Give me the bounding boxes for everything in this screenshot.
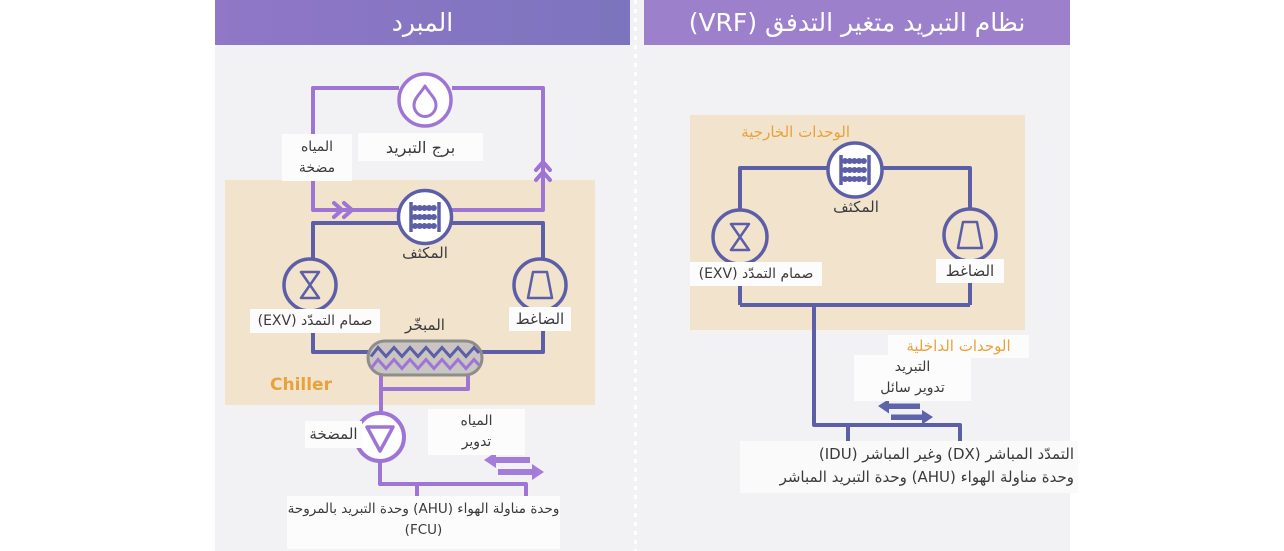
- condenser-icon-left: [396, 188, 454, 246]
- flow-chevrons-up-icon: [534, 160, 552, 182]
- outdoor-units-label: الوحدات الخارجية: [741, 122, 850, 141]
- pump-icon: [354, 411, 406, 463]
- condenser-label-left: المكثف: [402, 243, 448, 262]
- trapezoid-icon: [526, 270, 554, 300]
- condenser-icon-right: [826, 141, 884, 199]
- vrf-panel-header: نظام التبريد متغير التدفق (VRF): [644, 0, 1070, 45]
- evaporator-water-zigzag: [369, 357, 481, 371]
- water-circulation-label: المياه تدوير: [428, 409, 525, 455]
- exv-icon-left: [282, 257, 338, 313]
- refrigerant-loop-right: [738, 166, 972, 441]
- compressor-label-right: الضاغط: [936, 259, 1004, 283]
- evaporator-icon: [366, 339, 484, 377]
- cooling-tower-label: برج التبريد: [358, 133, 483, 161]
- compressor-label-left: الضاغط: [509, 307, 571, 331]
- vrf-units-line1: التمدّد المباشر (DX) وغير المباشر (IDU): [818, 445, 1074, 463]
- triangle-down-icon: [365, 425, 395, 453]
- vrf-panel-title: نظام التبريد متغير التدفق (VRF): [688, 8, 1026, 37]
- panel-divider-dotted-line: [634, 0, 637, 551]
- evaporator-refrigerant-zigzag: [369, 345, 481, 359]
- chiller-indoor-units-label: وحدة مناولة الهواء (AHU) وحدة التبريد با…: [287, 496, 560, 549]
- exv-label-left: صمام التمدّد (EXV): [250, 309, 380, 333]
- hourglass-icon: [729, 222, 751, 252]
- vrf-indoor-units-label: التمدّد المباشر (DX) وغير المباشر (IDU) …: [740, 441, 1078, 493]
- hourglass-icon: [299, 270, 321, 300]
- condenser-label-right: المكثف: [833, 197, 879, 216]
- indoor-units-label: الوحدات الداخلية: [888, 335, 1029, 358]
- cooling-tower-icon: [397, 72, 453, 128]
- compressor-icon-right: [942, 207, 998, 263]
- pump-label: المضخة: [305, 421, 362, 448]
- chilled-water-loop: [378, 373, 528, 497]
- vrf-units-line2: وحدة مناولة الهواء (AHU) وحدة التبريد ال…: [779, 468, 1074, 486]
- swap-arrows-icon-right: [878, 399, 933, 425]
- chiller-panel-title: المبرد: [391, 8, 454, 37]
- exv-icon-right: [711, 208, 769, 266]
- coil-icon: [839, 155, 871, 185]
- exv-label-right: صمام التمدّد (EXV): [690, 262, 822, 286]
- flow-chevrons-right-icon: [332, 201, 354, 219]
- water-drop-icon: [412, 84, 438, 118]
- evaporator-label: المبخّر: [405, 315, 445, 334]
- refrigerant-circulation-label: التبريد تدوير سائل: [854, 355, 971, 401]
- chiller-en-label: Chiller: [270, 374, 332, 395]
- swap-arrows-icon-left: [484, 452, 544, 480]
- water-pump-label: المياه مضخة: [282, 134, 352, 181]
- compressor-icon-left: [512, 257, 568, 313]
- trapezoid-icon: [956, 220, 984, 250]
- coil-icon: [409, 202, 441, 232]
- chiller-panel-header: المبرد: [215, 0, 630, 45]
